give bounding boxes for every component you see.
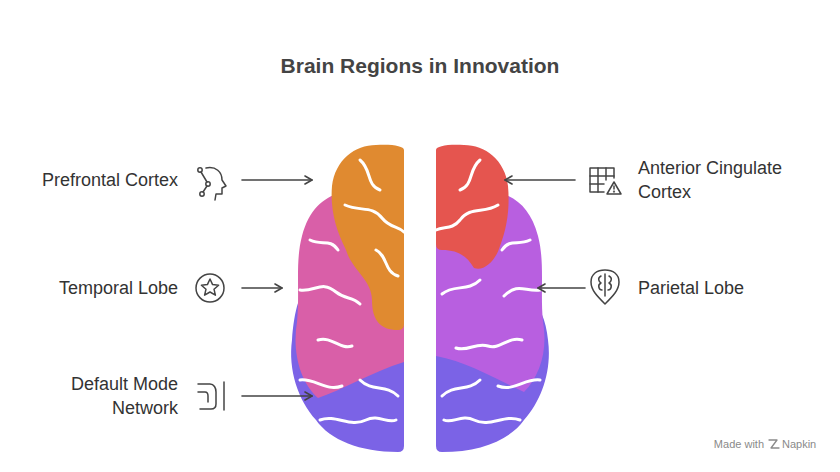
region-label: Prefrontal Cortex	[42, 168, 178, 192]
region-label: Default Mode Network	[46, 372, 178, 420]
network-icon	[198, 382, 224, 410]
region-label: Temporal Lobe	[59, 276, 178, 300]
brain-pin-icon	[591, 270, 619, 304]
grid-warning-icon	[590, 168, 621, 194]
head-icon	[198, 168, 226, 200]
diagram-title: Brain Regions in Innovation	[0, 52, 840, 80]
region-label: Parietal Lobe	[638, 276, 744, 300]
star-icon	[196, 274, 224, 302]
watermark: Made with	[714, 437, 764, 451]
right-hemisphere	[436, 145, 549, 452]
napkin-logo	[769, 440, 779, 448]
left-hemisphere	[291, 145, 404, 452]
leader-arrows	[242, 180, 585, 396]
icons	[196, 168, 779, 448]
region-label: Anterior Cingulate Cortex	[638, 156, 814, 204]
watermark: Napkin	[782, 437, 816, 451]
